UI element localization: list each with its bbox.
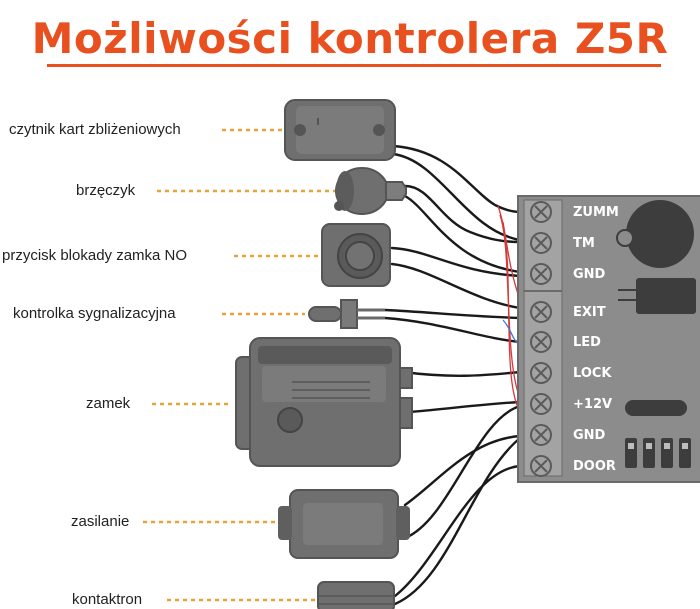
wire-button-2 [390,262,522,310]
controller-board [517,195,700,483]
terminal-door: DOOR [573,459,616,474]
led-device [308,299,385,329]
title-underline [47,64,661,67]
board-buzzer [626,200,694,268]
terminal-exit: EXIT [573,305,606,320]
wire-reader-2 [391,152,522,242]
label-lock: zamek [86,395,131,412]
wire-lock-1 [401,370,522,377]
label-lock-button: przycisk blokady zamka NO [2,247,188,264]
wire-red-1 [497,205,521,301]
wire-buzzer-2 [403,194,522,274]
wire-psu-2 [403,404,522,540]
wire-lock-2 [408,400,522,414]
label-power-supply: zasilanie [71,513,130,530]
terminal-gnd-1: GND [573,267,606,282]
wire-reed-2 [393,436,522,606]
wire-button-1 [390,246,522,278]
label-buzzer: brzęczyk [76,182,136,199]
board-fuse [625,400,687,416]
terminal-lock: LOCK [573,366,612,381]
reed-switch-device [317,581,395,609]
page-title: Możliwości kontrolera Z5R [31,14,669,63]
terminal-gnd-2: GND [573,428,606,443]
wire-reed-1 [393,464,522,598]
wire-psu-1 [403,434,522,507]
label-card-reader: czytnik kart zbliżeniowych [9,121,181,138]
board-relay [636,278,696,314]
wire-led-2 [383,316,522,344]
wire-reader-1 [391,144,522,214]
lock-device [235,337,413,467]
card-reader-device [284,99,396,161]
terminal-12v: +12V [573,397,613,412]
label-signal-led: kontrolka sygnalizacyjna [13,305,176,322]
push-button-device [321,223,391,287]
terminal-led: LED [573,335,601,350]
label-reed-switch: kontaktron [72,591,143,608]
board-trimmer [616,229,634,247]
terminal-zumm: ZUMM [573,205,619,220]
wire-led-1 [383,308,522,320]
buzzer-device [334,167,407,215]
wire-red-3 [502,221,521,413]
terminal-tm: TM [573,236,595,251]
power-supply-device [278,489,410,559]
